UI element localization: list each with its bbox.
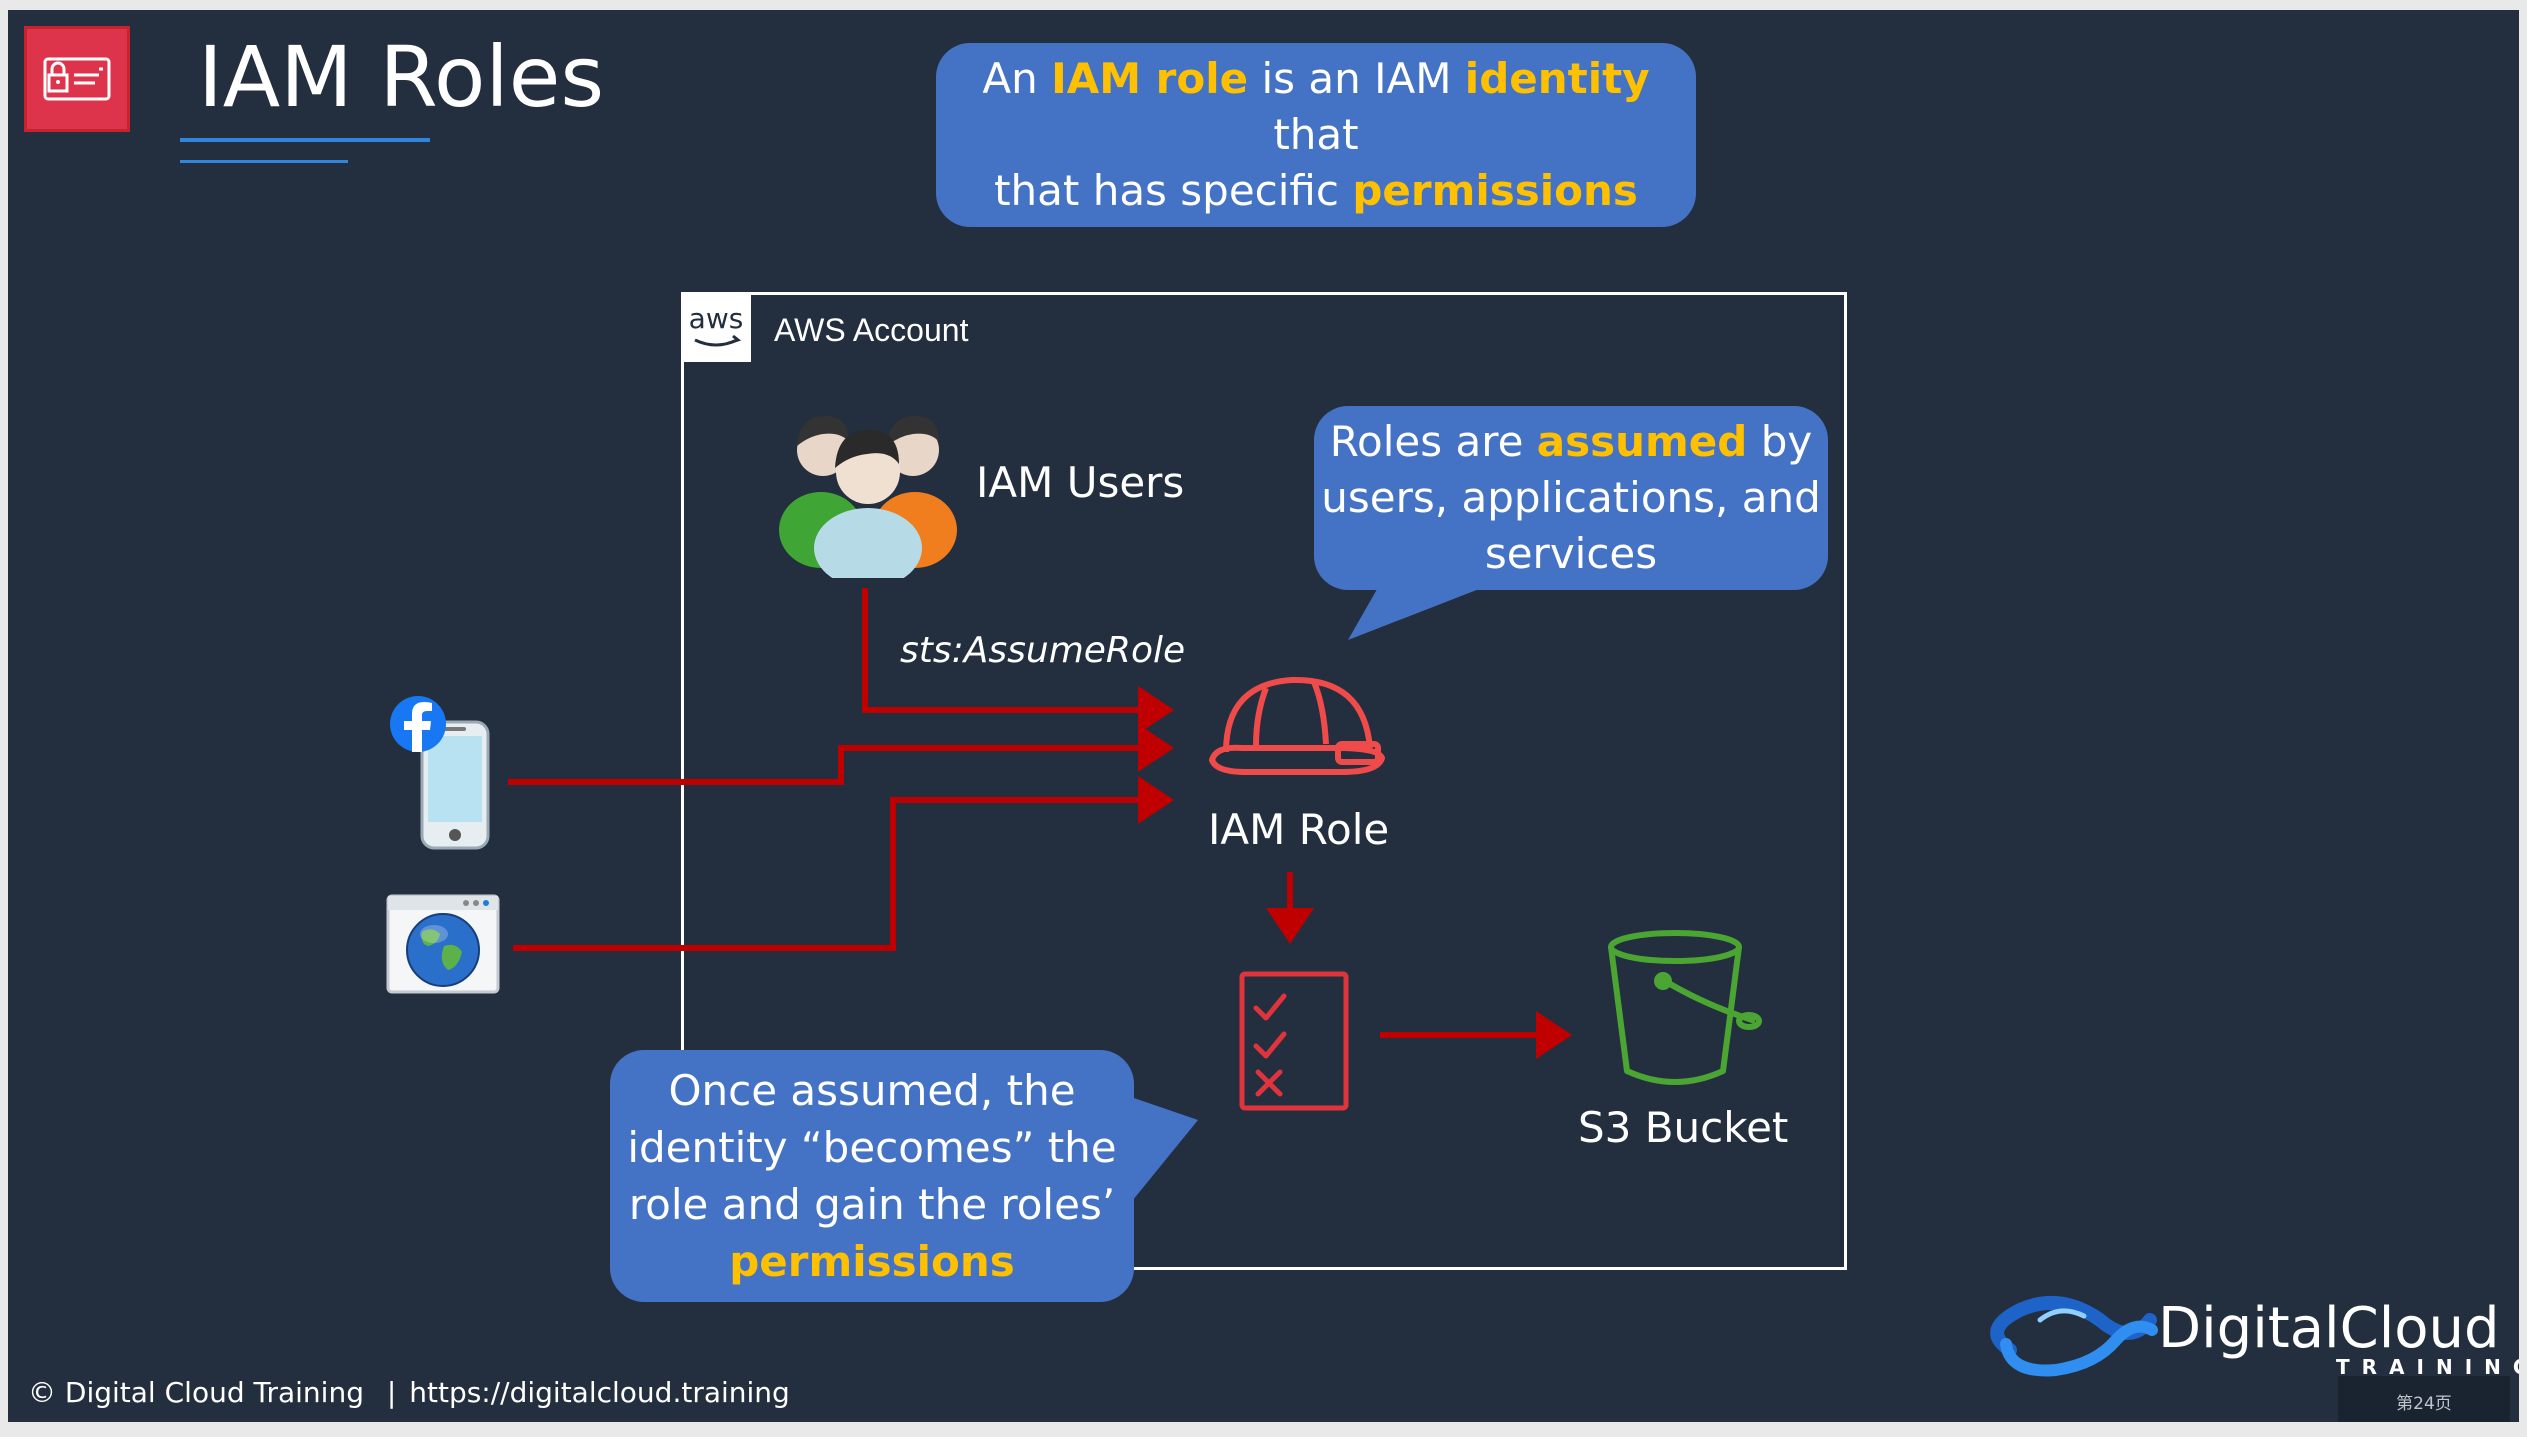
hardhat-role-icon — [1209, 676, 1385, 775]
browser-globe-icon — [386, 894, 500, 994]
aws-logo-text: aws — [688, 302, 744, 335]
callout-text: that has specific — [994, 166, 1353, 215]
title-underline — [180, 138, 430, 142]
footer-separator: | — [386, 1376, 397, 1409]
callout-text: that — [1273, 110, 1359, 159]
highlight-iam-role: IAM role — [1051, 54, 1249, 103]
permissions-checklist-icon — [1239, 971, 1349, 1111]
brand-sub: TRAINING — [2336, 1355, 2519, 1379]
callout-tail-bottom — [1128, 1096, 1198, 1206]
callout-definition: An IAM role is an IAM identity that that… — [936, 43, 1696, 227]
callout-text: is an IAM — [1248, 54, 1465, 103]
iam-users-label: IAM Users — [976, 458, 1185, 507]
callout-text: identity “becomes” the — [627, 1123, 1117, 1172]
brand-name: DigitalCloud — [2158, 1296, 2500, 1361]
page-number-badge: 第24页 — [2338, 1376, 2510, 1422]
highlight-permissions: permissions — [1352, 166, 1638, 215]
users-group-icon — [779, 416, 957, 578]
page-number: 第24页 — [2396, 1394, 2452, 1414]
aws-logo-icon: aws — [681, 292, 751, 362]
iam-badge-icon — [24, 26, 130, 132]
arrow-mobile-to-role — [508, 724, 1174, 785]
footer: © Digital Cloud Training | https://digit… — [28, 1376, 790, 1409]
footer-copyright: © Digital Cloud Training — [28, 1376, 364, 1409]
callout-text: role and gain the roles’ — [628, 1180, 1116, 1229]
highlight-permissions: permissions — [729, 1237, 1015, 1286]
title-underline-short — [180, 160, 348, 163]
callout-assumed: Roles are assumed by users, applications… — [1314, 406, 1828, 590]
callout-text: Roles are — [1329, 417, 1537, 466]
aws-account-label: AWS Account — [774, 312, 969, 348]
page-title: IAM Roles — [198, 28, 605, 126]
callout-text: services — [1484, 529, 1658, 578]
callout-text: An — [982, 54, 1052, 103]
arrow-users-to-role — [862, 588, 1174, 734]
highlight-identity: identity — [1464, 54, 1650, 103]
callout-text: by — [1747, 417, 1813, 466]
digitalcloud-logo-icon — [1990, 1295, 2158, 1377]
slide: IAM Roles An IAM role is an IAM identity… — [8, 10, 2519, 1422]
s3-bucket-icon — [1608, 930, 1762, 1085]
flow-arrows — [508, 588, 1572, 1059]
assume-role-label: sts:AssumeRole — [900, 630, 1186, 671]
callout-text: users, applications, and — [1321, 473, 1821, 522]
highlight-assumed: assumed — [1536, 417, 1748, 466]
s3-bucket-label: S3 Bucket — [1578, 1103, 1789, 1152]
callout-text: Once assumed, the — [668, 1066, 1076, 1115]
arrow-web-to-role — [513, 776, 1174, 951]
iam-role-label: IAM Role — [1208, 805, 1390, 854]
callout-once-assumed: Once assumed, the identity “becomes” the… — [610, 1050, 1134, 1302]
facebook-phone-icon — [390, 696, 490, 850]
footer-url-link[interactable]: https://digitalcloud.training — [409, 1376, 790, 1409]
